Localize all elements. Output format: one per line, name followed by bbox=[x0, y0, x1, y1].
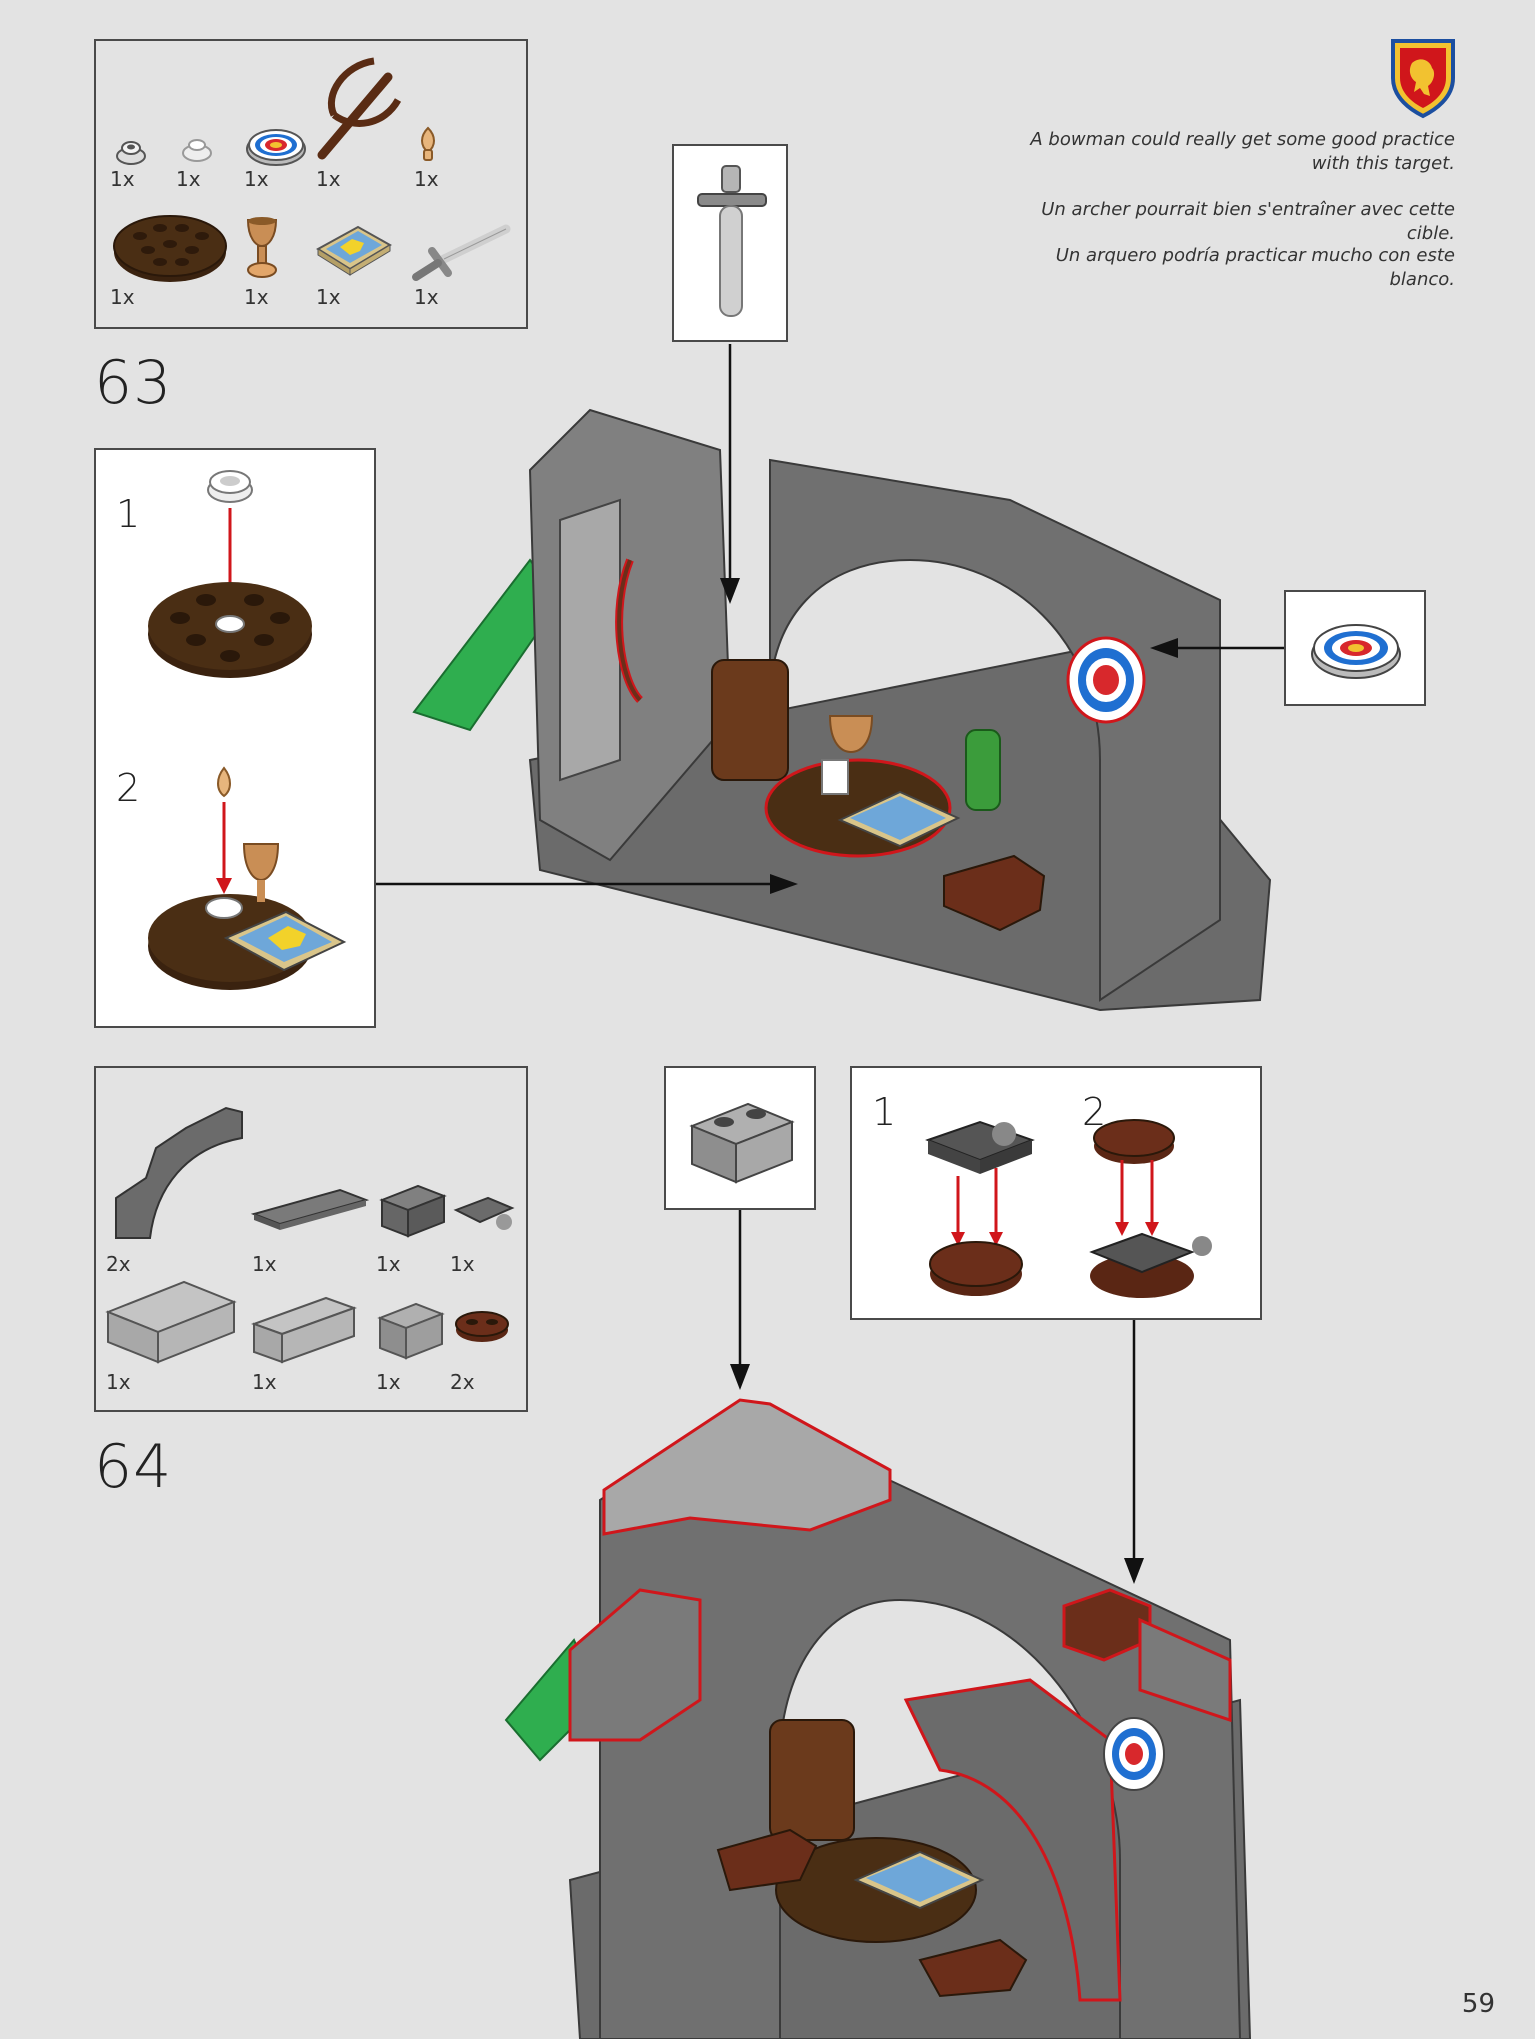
part-qty: 1x bbox=[414, 285, 439, 309]
part-qty: 2x bbox=[106, 1252, 131, 1276]
part-qty: 2x bbox=[450, 1370, 475, 1394]
step-number-64: 64 bbox=[94, 1432, 173, 1502]
part-qty: 1x bbox=[252, 1252, 277, 1276]
crossbow-icon bbox=[317, 57, 402, 160]
part-qty: 1x bbox=[376, 1370, 401, 1394]
part-qty: 1x bbox=[110, 167, 135, 191]
round-plate-icon bbox=[113, 215, 227, 282]
brick-2x4-icon bbox=[105, 1280, 237, 1364]
sword-callout bbox=[672, 144, 788, 342]
masonry-brick-icon bbox=[377, 1302, 445, 1360]
part-qty: 1x bbox=[316, 285, 341, 309]
brick-callout bbox=[664, 1066, 816, 1210]
caption-fr: Un archer pourrait bien s'entraîner avec… bbox=[1041, 199, 1455, 244]
sword-icon bbox=[697, 165, 767, 317]
substep-number: 1 bbox=[872, 1090, 897, 1134]
part-qty: 1x bbox=[376, 1252, 401, 1276]
substep-number: 1 bbox=[116, 492, 141, 536]
part-qty: 1x bbox=[414, 167, 439, 191]
step63-subassembly: 1 2 bbox=[94, 448, 376, 1028]
part-qty: 1x bbox=[450, 1252, 475, 1276]
caption-es: Un arquero podría practicar mucho con es… bbox=[1055, 245, 1455, 290]
substep-number: 2 bbox=[116, 766, 141, 810]
part-qty: 1x bbox=[316, 167, 341, 191]
part-qty: 1x bbox=[244, 167, 269, 191]
step63-parts-list: 1x 1x 1x 1x 1x 1x 1x 1x 1x bbox=[94, 39, 528, 329]
target-tile-icon bbox=[246, 129, 306, 166]
sword-icon bbox=[412, 224, 511, 281]
candle-flame-icon bbox=[421, 126, 435, 161]
brick-1x2-icon bbox=[379, 1184, 447, 1238]
brick-1x4-icon bbox=[251, 1296, 357, 1364]
step64-subassembly: 1 2 bbox=[850, 1066, 1262, 1320]
part-qty: 1x bbox=[110, 285, 135, 309]
map-tile-icon bbox=[316, 225, 392, 276]
part-qty: 1x bbox=[176, 167, 201, 191]
subassembly-illustration bbox=[925, 1119, 1212, 1298]
part-qty: 1x bbox=[244, 285, 269, 309]
caption-en: A bowman could really get some good prac… bbox=[1030, 129, 1455, 174]
goblet-icon bbox=[246, 217, 278, 278]
page-number: 59 bbox=[1461, 1989, 1495, 2019]
step64-parts-list: 2x 1x 1x 1x 1x 1x 1x 2x bbox=[94, 1066, 528, 1412]
plate-1x4-icon bbox=[250, 1188, 370, 1230]
round-plate-icon bbox=[182, 139, 212, 162]
part-qty: 1x bbox=[252, 1370, 277, 1394]
masonry-brick-icon bbox=[689, 1102, 795, 1184]
bracket-plate-icon bbox=[453, 1196, 515, 1230]
round-plate-icon bbox=[116, 141, 146, 165]
lion-shield-icon bbox=[1391, 39, 1455, 119]
part-qty: 1x bbox=[106, 1370, 131, 1394]
arch-brick-icon bbox=[115, 1106, 243, 1239]
target-tile-icon bbox=[1311, 624, 1401, 679]
step-number-63: 63 bbox=[94, 348, 173, 418]
jumper-plate-icon bbox=[455, 1311, 509, 1342]
subassembly-illustration bbox=[148, 470, 347, 990]
target-callout bbox=[1284, 590, 1426, 706]
